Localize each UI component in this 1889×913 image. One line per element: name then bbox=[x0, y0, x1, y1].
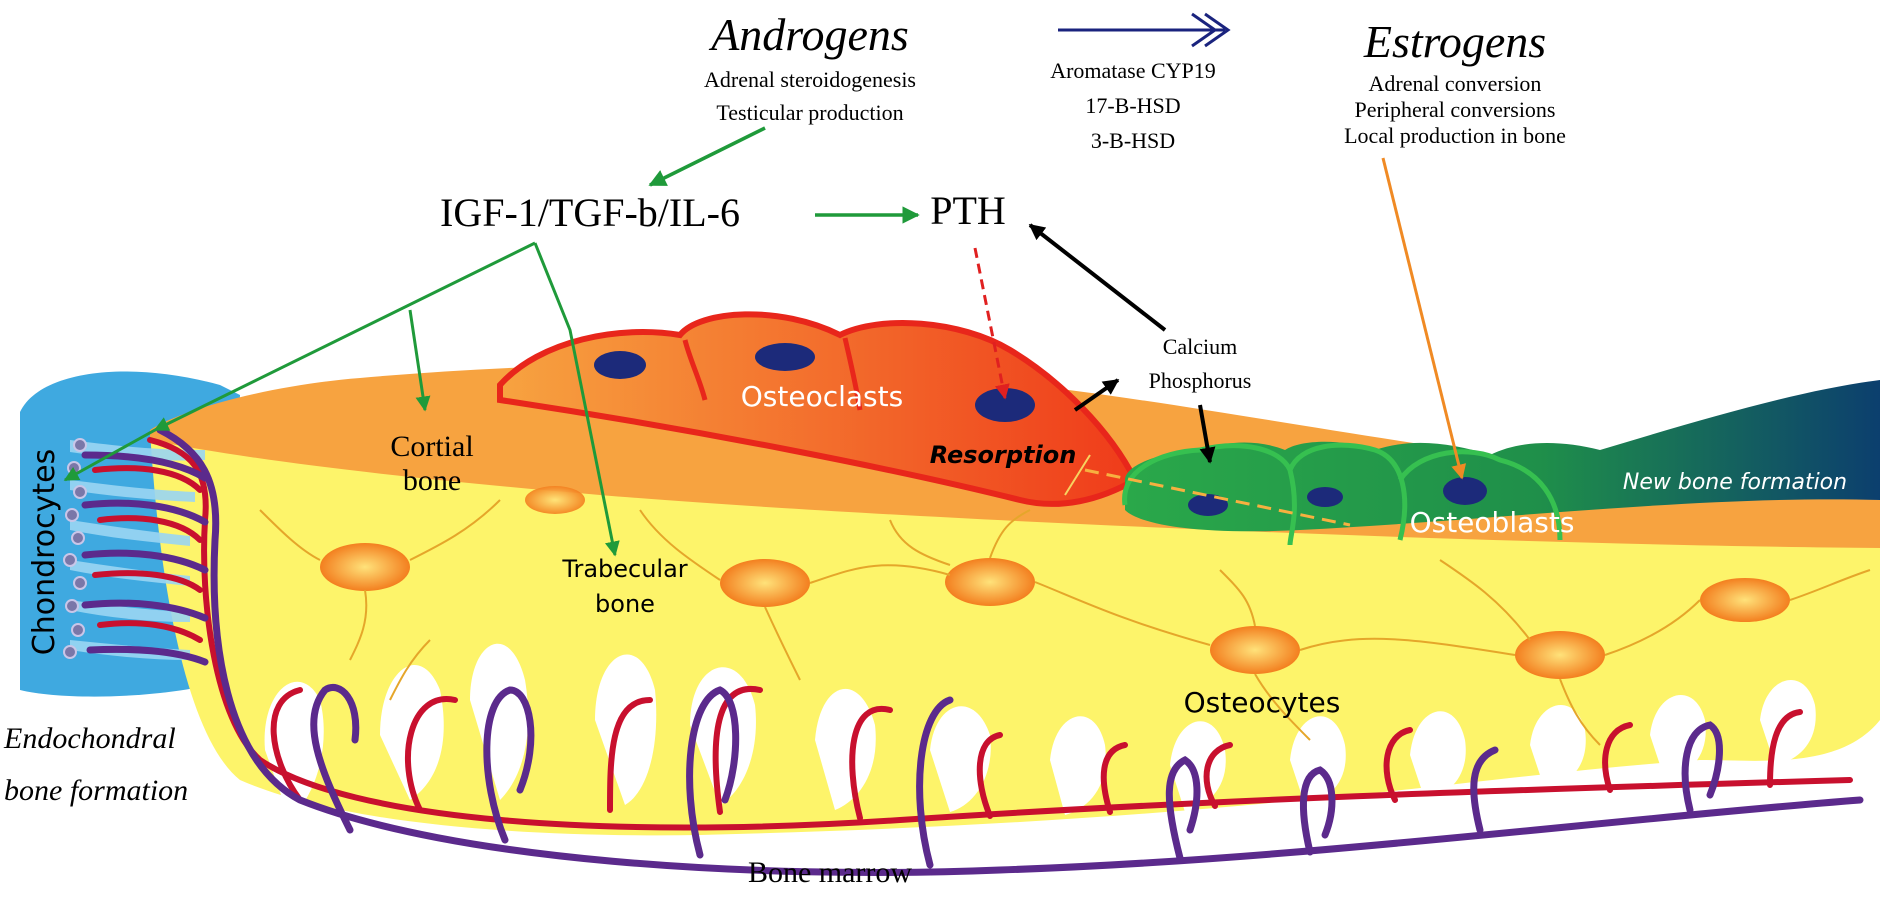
osteoclast-cells bbox=[497, 311, 1139, 507]
endochondral-label-line1: Endochondral bbox=[3, 722, 176, 755]
veins bbox=[81, 426, 1864, 876]
osteoclasts-label: Osteoclasts bbox=[741, 380, 903, 413]
trabecular-bone-label-line2: bone bbox=[595, 590, 655, 618]
estrogen-source-3: Local production in bone bbox=[1344, 123, 1566, 148]
resorption-divider bbox=[1064, 454, 1091, 496]
osteocyte-cell bbox=[1210, 626, 1300, 674]
bone-marrow-label: Bone marrow bbox=[748, 856, 912, 889]
estrogen-to-osteoblast-arrow bbox=[1381, 157, 1467, 480]
resorption-front-line bbox=[1084, 468, 1351, 527]
estrogen-source-1: Adrenal conversion bbox=[1369, 71, 1542, 96]
osteoclast-dividers bbox=[682, 337, 863, 411]
enzyme-1: Aromatase CYP19 bbox=[1050, 58, 1216, 83]
cytokines-label: IGF-1/TGF-b/IL-6 bbox=[440, 190, 740, 235]
cytokine-branch-arrows bbox=[63, 241, 620, 557]
osteocyte-processes bbox=[259, 499, 1871, 746]
estrogen-source-2: Peripheral conversions bbox=[1355, 97, 1556, 122]
pth-label: PTH bbox=[930, 188, 1006, 233]
osteocyte-cell bbox=[525, 486, 585, 514]
osteocyte-cell bbox=[945, 558, 1035, 606]
osteocyte-cell bbox=[720, 559, 810, 607]
enzyme-3: 3-B-HSD bbox=[1091, 128, 1175, 153]
osteoclast-to-calcium-arrow bbox=[1073, 378, 1120, 412]
arteries bbox=[92, 437, 1853, 831]
osteocytes-label: Osteocytes bbox=[1184, 686, 1341, 719]
osteocyte-cell bbox=[320, 543, 410, 591]
calcium-to-osteoblast-arrow bbox=[1198, 404, 1216, 464]
androgen-source-2: Testicular production bbox=[716, 100, 903, 125]
calcium-to-pth-arrow bbox=[1028, 223, 1167, 332]
osteoblasts-label: Osteoblasts bbox=[1410, 506, 1575, 539]
enzyme-arrow bbox=[1058, 12, 1231, 48]
osteocyte-cell bbox=[1700, 578, 1790, 622]
androgen-to-cytokine-arrow bbox=[648, 126, 766, 187]
phosphorus-label: Phosphorus bbox=[1149, 368, 1252, 393]
osteoblast-nuclei bbox=[1188, 477, 1487, 516]
osteoclast-nuclei bbox=[594, 343, 1035, 422]
trabecular-bone-label-line1: Trabecular bbox=[561, 555, 687, 583]
osteocytes bbox=[320, 486, 1790, 679]
pth-to-osteoclast-arrow bbox=[973, 247, 1010, 400]
cortial-bone-label-line1: Cortial bbox=[390, 430, 473, 463]
resorption-label: Resorption bbox=[930, 441, 1077, 469]
androgens-title: Androgens bbox=[708, 9, 909, 60]
enzyme-2: 17-B-HSD bbox=[1085, 93, 1180, 118]
osteocyte-cell bbox=[1515, 631, 1605, 679]
estrogens-title: Estrogens bbox=[1363, 16, 1546, 67]
calcium-label: Calcium bbox=[1163, 334, 1238, 359]
new-bone-formation-label: New bone formation bbox=[1623, 470, 1847, 495]
androgen-source-1: Adrenal steroidogenesis bbox=[704, 67, 916, 92]
cortial-bone-label-line2: bone bbox=[403, 464, 461, 497]
chondrocytes-label: Chondrocytes bbox=[27, 449, 62, 656]
osteoblast-outlines bbox=[1122, 442, 1563, 546]
endochondral-label-line2: bone formation bbox=[4, 774, 188, 807]
